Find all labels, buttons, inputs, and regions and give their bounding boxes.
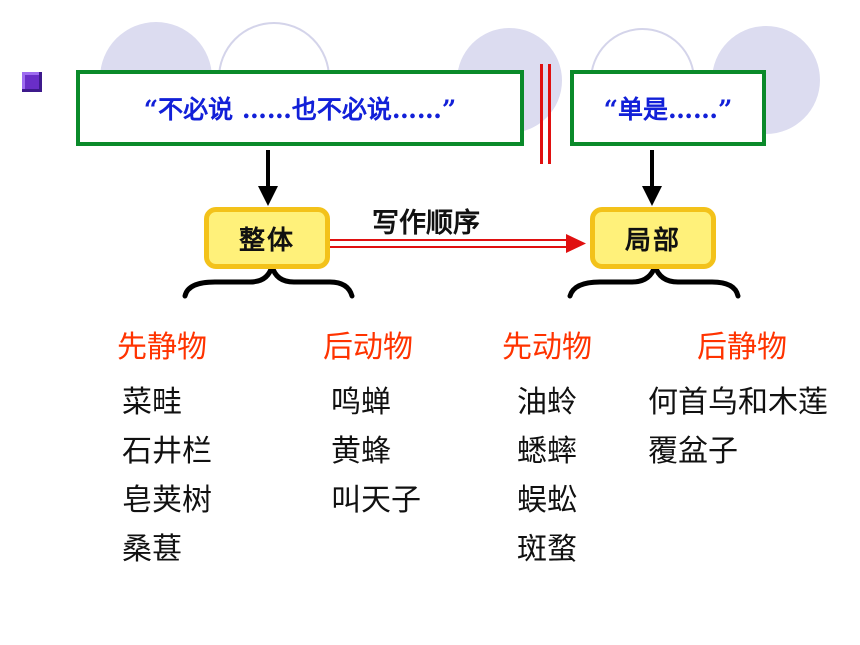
list-item: 鸣蝉 [331,385,391,420]
list-item: 菜畦 [122,385,182,420]
left-quote-box: “不必说 ……也不必说……” [76,70,524,146]
part-tag-label: 局部 [624,225,681,256]
bullet-square-icon [22,72,42,92]
list-item: 蟋蟀 [517,434,577,469]
group-items-4: 何首乌和木莲 覆盆子 [648,378,828,476]
group-heading-4: 后静物 [697,330,787,365]
list-item: 蜈蚣 [517,483,577,518]
writing-order-label: 写作顺序 [372,208,480,239]
left-quote-text: “不必说 ……也不必说……” [143,95,457,124]
list-item: 叫天子 [331,483,421,518]
list-item: 油蛉 [517,385,577,420]
list-item: 斑蝥 [517,532,577,567]
whole-tag-label: 整体 [238,225,295,256]
part-tag: 局部 [590,207,716,269]
group-items-2: 鸣蝉 黄蜂 叫天子 [331,378,421,525]
group-items-1: 菜畦 石井栏 皂荚树 桑葚 [122,378,212,574]
down-arrowhead-right [642,186,662,206]
order-arrowhead [566,234,586,253]
group-items-3: 油蛉 蟋蟀 蜈蚣 斑蝥 [517,378,577,574]
separator-line-left [540,64,543,164]
list-item: 黄蜂 [331,434,391,469]
right-quote-box: “单是……” [570,70,766,146]
right-quote-text: “单是……” [603,95,733,124]
list-item: 皂荚树 [122,483,212,518]
group-heading-2: 后动物 [323,330,413,365]
down-arrowhead-left [258,186,278,206]
list-item: 桑葚 [122,532,182,567]
right-brace [567,257,741,299]
left-brace [182,265,355,299]
whole-tag: 整体 [204,207,330,269]
separator-line-right [548,64,551,164]
group-heading-1: 先静物 [117,330,207,365]
list-item: 石井栏 [122,434,212,469]
list-item: 何首乌和木莲 [648,385,828,420]
list-item: 覆盆子 [648,434,738,469]
group-heading-3: 先动物 [502,330,592,365]
